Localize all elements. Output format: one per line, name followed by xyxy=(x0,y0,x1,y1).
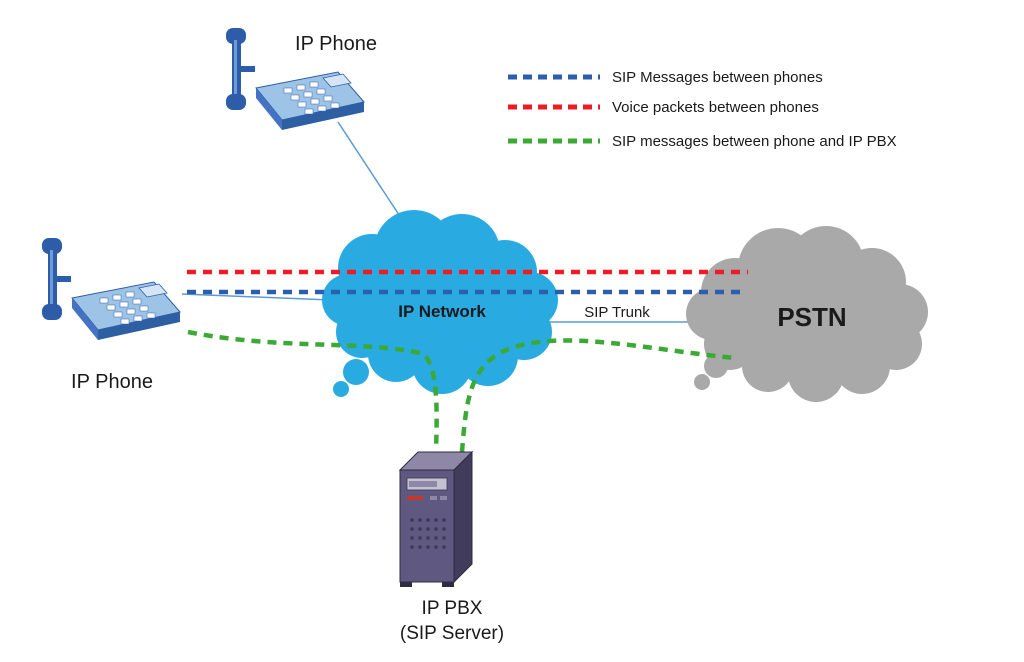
ip-pbx-label-line1: IP PBX xyxy=(422,598,483,619)
pstn-label: PSTN xyxy=(777,302,846,332)
sip-messages-phone-to-pbx-line xyxy=(187,329,439,451)
legend-label-voice-packets: Voice packets between phones xyxy=(612,99,819,116)
ip-phone-left-label: IP Phone xyxy=(71,371,153,393)
ip-network-cloud xyxy=(322,210,558,397)
pstn-cloud xyxy=(686,226,928,402)
legend: SIP Messages between phones Voice packet… xyxy=(508,69,897,150)
ip-pbx-label-line2: (SIP Server) xyxy=(400,623,504,644)
ip-phone-left-icon xyxy=(41,237,181,341)
legend-label-sip-pbx: SIP messages between phone and IP PBX xyxy=(612,133,897,150)
sip-trunk-label: SIP Trunk xyxy=(584,304,650,321)
sip-messages-pbx-to-pstn-line xyxy=(459,338,736,453)
ip-pbx-icon xyxy=(398,450,474,587)
legend-label-sip-messages: SIP Messages between phones xyxy=(612,69,823,86)
ip-phone-top-label: IP Phone xyxy=(295,33,377,55)
ip-network-label: IP Network xyxy=(398,302,486,321)
